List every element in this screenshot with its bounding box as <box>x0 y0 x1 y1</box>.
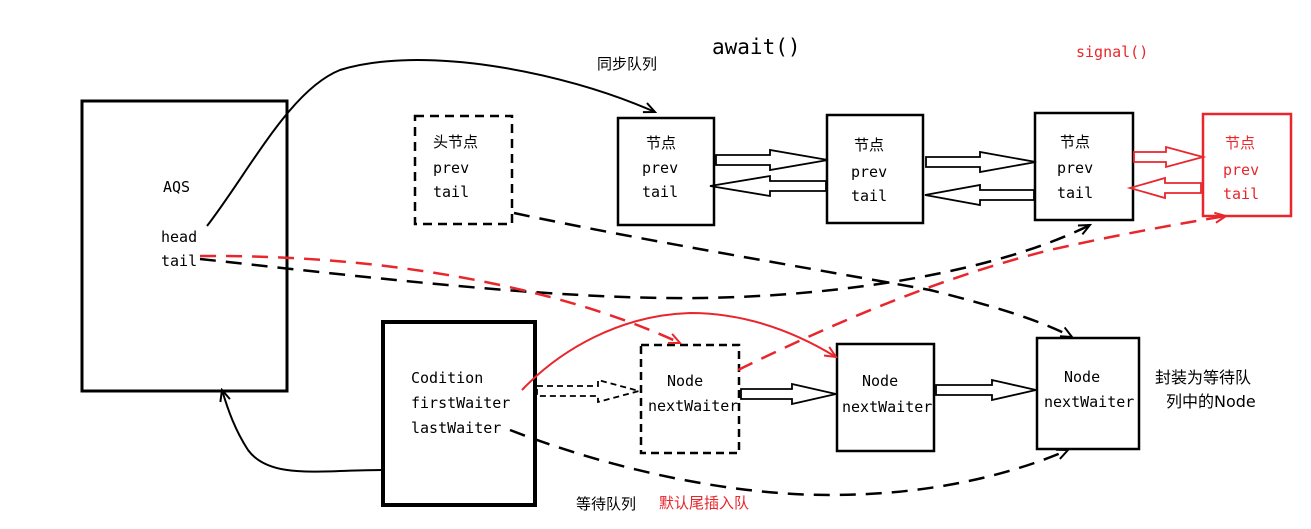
sync-next-arrow-signal <box>1133 145 1207 169</box>
aqs-tail-field: tail <box>161 252 197 270</box>
first-waiter-red-curve <box>521 311 836 391</box>
await-title: await() <box>712 35 801 59</box>
wait-queue-label: 等待队列 <box>576 495 636 513</box>
head-pointer-curve <box>206 59 655 227</box>
wait-next-arrow <box>740 382 837 406</box>
first-waiter-dashed-arrow <box>536 378 643 404</box>
last-waiter-dashed-curve <box>509 428 1068 497</box>
wait-node-next: nextWaiter <box>1044 393 1134 411</box>
condition-last-waiter: lastWaiter <box>411 419 501 437</box>
condition-first-waiter: firstWaiter <box>411 394 510 412</box>
sync-node: 节点 prev tail <box>1033 111 1135 222</box>
sync-node-prev: prev <box>433 159 469 177</box>
aqs-head-field: head <box>161 228 197 246</box>
sync-node-title: 节点 <box>1225 134 1255 152</box>
wait-node-title: Node <box>862 372 898 390</box>
sync-node: 节点 prev tail <box>616 116 716 227</box>
sync-node-prev: prev <box>1057 159 1093 177</box>
sync-node-tail: tail <box>642 183 678 201</box>
condition-label: Codition <box>411 369 483 387</box>
sync-node: 节点 prev tail <box>825 113 925 225</box>
sync-node-tail: tail <box>1057 184 1093 202</box>
wait-next-arrow <box>935 378 1037 402</box>
sync-node-title: 头节点 <box>433 133 478 151</box>
aqs-tail-red-dashed-curve <box>199 254 680 345</box>
sync-prev-arrow <box>924 183 1035 207</box>
wait-node-new: Node nextWaiter <box>639 343 741 455</box>
sync-head-node: 头节点 prev tail <box>413 114 514 226</box>
aqs-tail-dashed-curve <box>199 223 1090 300</box>
sync-node-tail: tail <box>433 183 469 201</box>
signal-red-dashed-curve <box>737 216 1226 372</box>
sync-queue-label: 同步队列 <box>597 55 657 73</box>
sync-node-prev: prev <box>851 163 887 181</box>
wrap-note-line1: 封装为等待队 <box>1155 368 1251 387</box>
sync-node-signaled: 节点 prev tail <box>1201 112 1293 218</box>
wait-node-title: Node <box>1064 368 1100 386</box>
condition-owner-curve <box>222 390 384 473</box>
sync-next-arrow <box>925 150 1037 174</box>
head-node-dashed-curve <box>513 211 1072 337</box>
sync-node-title: 节点 <box>646 134 676 152</box>
wait-node-next: nextWaiter <box>648 397 738 415</box>
aqs-box: AQS head tail <box>80 99 289 393</box>
condition-box: Codition firstWaiter lastWaiter <box>381 320 537 507</box>
wait-node-title: Node <box>667 372 703 390</box>
signal-title: signal() <box>1076 43 1148 61</box>
sync-node-prev: prev <box>1223 161 1259 179</box>
wrap-note-line2: 列中的Node <box>1166 392 1256 411</box>
sync-node-tail: tail <box>851 187 887 205</box>
sync-prev-arrow-signal <box>1126 176 1202 200</box>
wait-node: Node nextWaiter <box>1035 336 1141 451</box>
aqs-label: AQS <box>163 178 190 196</box>
sync-next-arrow <box>715 148 829 172</box>
sync-node-title: 节点 <box>1060 133 1090 151</box>
sync-node-tail: tail <box>1223 185 1259 203</box>
sync-node-title: 节点 <box>854 136 884 154</box>
default-tail-label: 默认尾插入队 <box>659 494 749 512</box>
sync-prev-arrow <box>709 174 827 198</box>
wait-node-next: nextWaiter <box>842 398 932 416</box>
wait-node: Node nextWaiter <box>835 342 936 453</box>
sync-node-prev: prev <box>642 159 678 177</box>
